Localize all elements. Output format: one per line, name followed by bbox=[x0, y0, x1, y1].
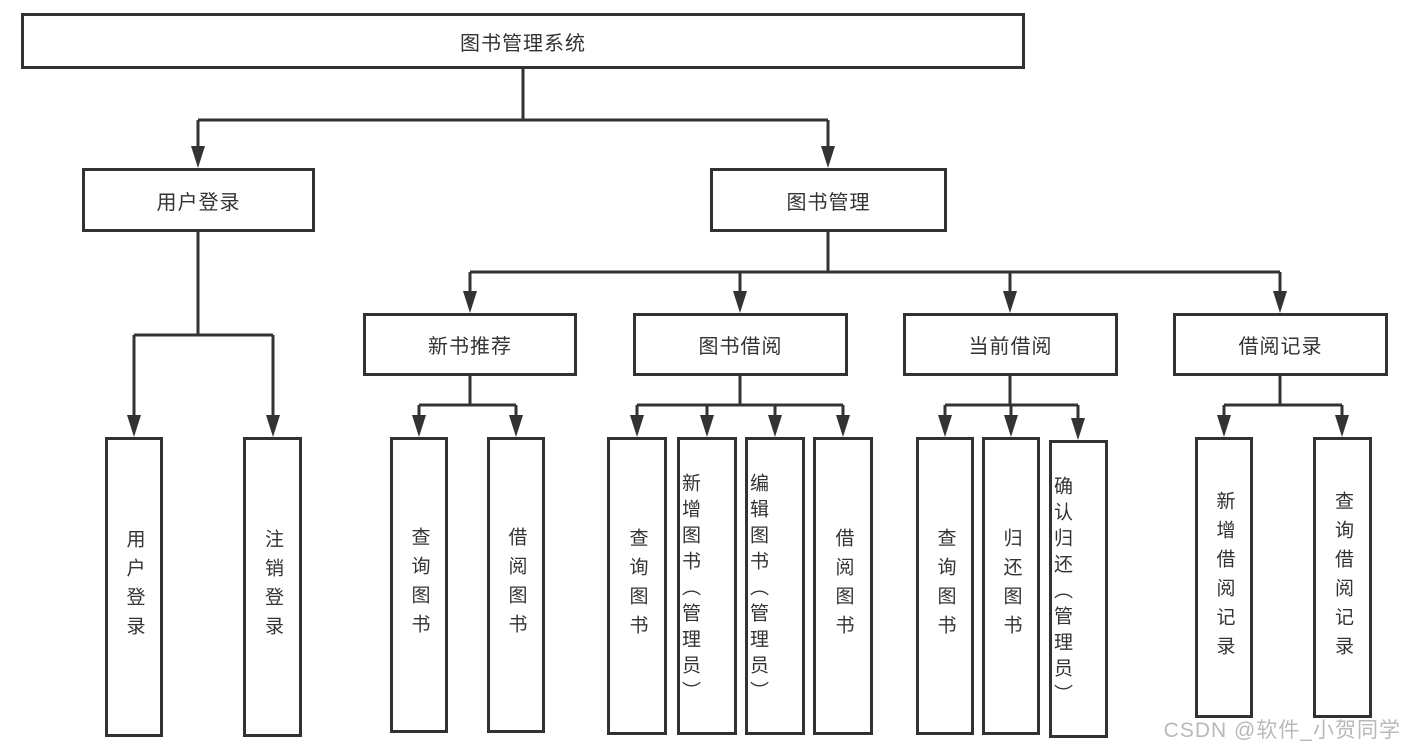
node-current-borrow: 当前借阅 bbox=[903, 313, 1118, 376]
leaf-add-books-admin: 新增图书（管理员） bbox=[677, 437, 737, 735]
connector-book-borrow-group bbox=[635, 376, 845, 420]
leaf-return-books-label: 归还图书 bbox=[1000, 528, 1022, 644]
node-book-management: 图书管理 bbox=[710, 168, 947, 232]
leaf-return-books: 归还图书 bbox=[982, 437, 1040, 735]
leaf-borrow-books: 借阅图书 bbox=[813, 437, 873, 735]
leaf-user-login: 用户登录 bbox=[105, 437, 163, 737]
leaf-user-login-label: 用户登录 bbox=[123, 529, 145, 645]
leaf-current-query-books: 查询图书 bbox=[916, 437, 974, 735]
leaf-query-borrow-record-label: 查询借阅记录 bbox=[1332, 490, 1353, 665]
node-user-login: 用户登录 bbox=[82, 168, 315, 232]
node-new-book-recommend-label: 新书推荐 bbox=[428, 336, 512, 358]
node-book-management-label: 图书管理 bbox=[786, 191, 871, 214]
connector-book-management-to-level3 bbox=[468, 232, 1282, 296]
leaf-borrow-query-books-label: 查询图书 bbox=[626, 528, 648, 644]
leaf-edit-books-admin: 编辑图书（管理员） bbox=[745, 437, 805, 735]
node-book-borrow-label: 图书借阅 bbox=[698, 336, 783, 358]
leaf-borrow-query-books: 查询图书 bbox=[607, 437, 667, 735]
leaf-logout: 注销登录 bbox=[243, 437, 302, 737]
leaf-confirm-return-admin: 确认归还（管理员） bbox=[1049, 440, 1108, 738]
node-borrow-record: 借阅记录 bbox=[1173, 313, 1388, 376]
arrowheads bbox=[127, 146, 1349, 440]
leaf-add-books-admin-label: 新增图书（管理员） bbox=[679, 472, 700, 707]
node-user-login-label: 用户登录 bbox=[156, 191, 241, 214]
connector-current-borrow-group bbox=[943, 376, 1080, 423]
leaf-borrow-books-label: 借阅图书 bbox=[832, 528, 854, 644]
connector-user-login-group bbox=[132, 232, 275, 420]
leaf-newbook-borrow-books-label: 借阅图书 bbox=[505, 527, 527, 643]
leaf-logout-label: 注销登录 bbox=[262, 529, 283, 645]
leaf-add-borrow-record-label: 新增借阅记录 bbox=[1213, 490, 1235, 665]
node-root-system-label: 图书管理系统 bbox=[460, 32, 586, 55]
connector-root-to-level2 bbox=[196, 69, 830, 150]
leaf-edit-books-admin-label: 编辑图书（管理员） bbox=[747, 472, 768, 707]
node-root-system: 图书管理系统 bbox=[21, 13, 1025, 69]
leaf-confirm-return-admin-label: 确认归还（管理员） bbox=[1051, 475, 1072, 710]
leaf-query-borrow-record: 查询借阅记录 bbox=[1313, 437, 1372, 718]
leaf-newbook-query-books-label: 查询图书 bbox=[408, 527, 430, 643]
leaf-newbook-query-books: 查询图书 bbox=[390, 437, 448, 733]
node-borrow-record-label: 借阅记录 bbox=[1238, 336, 1323, 358]
leaf-add-borrow-record: 新增借阅记录 bbox=[1195, 437, 1253, 718]
node-book-borrow: 图书借阅 bbox=[633, 313, 848, 376]
node-current-borrow-label: 当前借阅 bbox=[968, 336, 1053, 358]
leaf-current-query-books-label: 查询图书 bbox=[934, 528, 956, 644]
connector-new-book-group bbox=[417, 376, 518, 420]
node-new-book-recommend: 新书推荐 bbox=[363, 313, 577, 376]
leaf-newbook-borrow-books: 借阅图书 bbox=[487, 437, 545, 733]
connector-borrow-record-group bbox=[1222, 376, 1344, 420]
